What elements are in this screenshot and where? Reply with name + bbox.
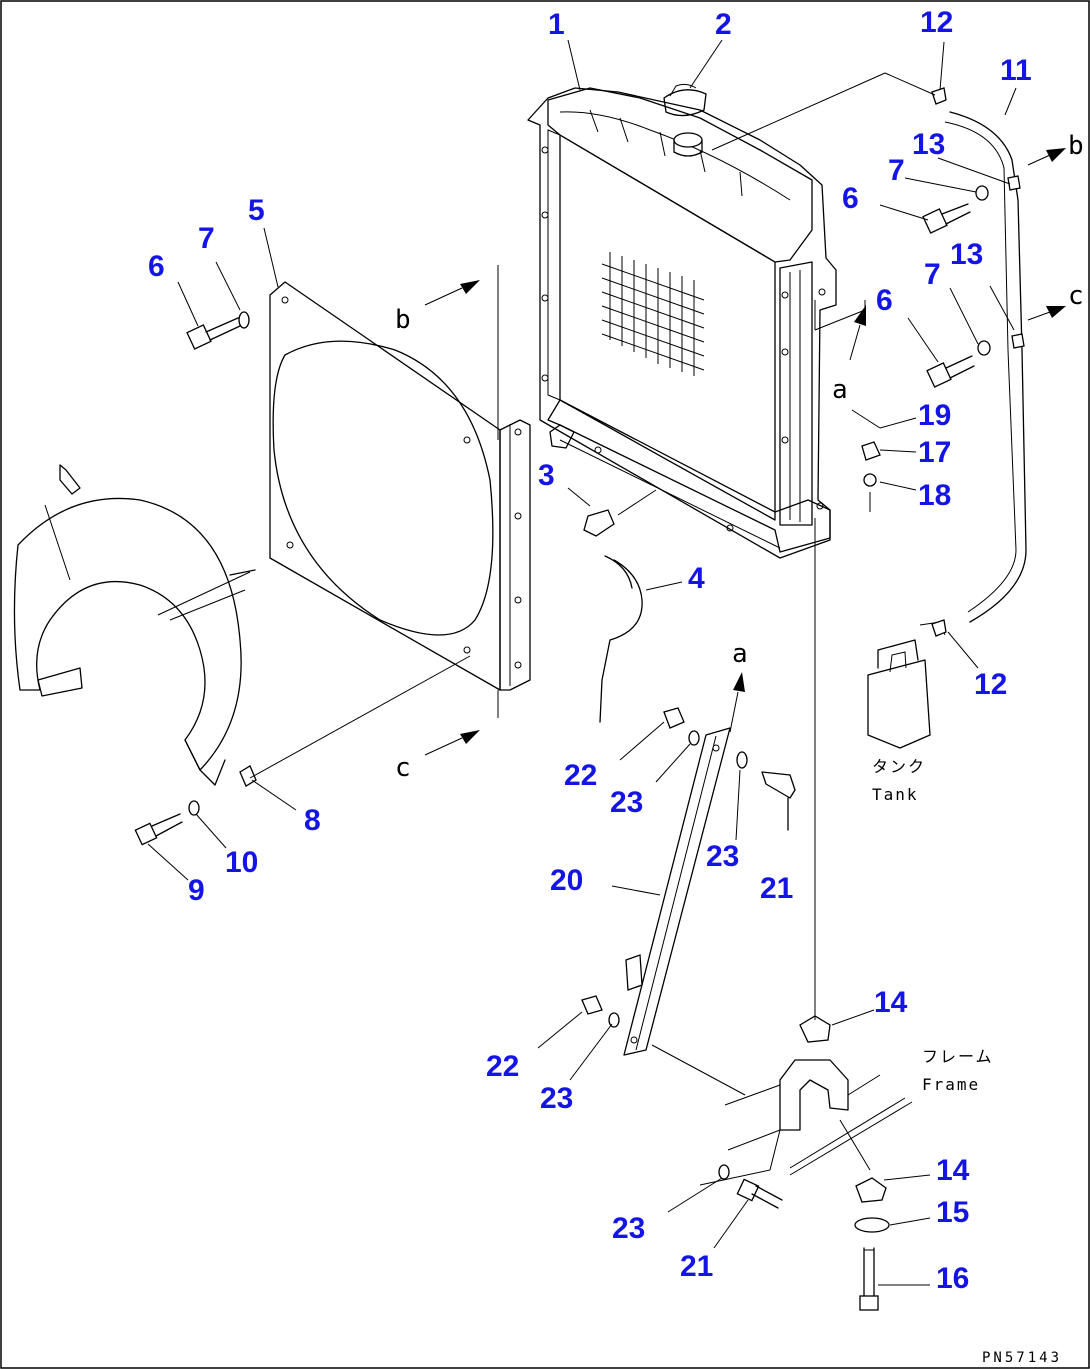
callout-11: 11 xyxy=(1000,54,1032,87)
washer-15 xyxy=(854,1217,890,1233)
arrow-b-hose xyxy=(1027,148,1066,166)
nut-22-lower xyxy=(581,995,603,1015)
callout-14: 14 xyxy=(874,986,908,1019)
reserve-tank xyxy=(867,621,946,749)
callout-23: 23 xyxy=(612,1212,645,1245)
connector-lines xyxy=(249,72,936,1096)
bolt-9 xyxy=(134,813,183,846)
callout-7: 7 xyxy=(198,222,215,255)
reference-letters: b c b c a a xyxy=(395,131,1084,783)
stay-rod xyxy=(623,727,731,1056)
washer-7-upper xyxy=(975,185,989,201)
bolt-16 xyxy=(859,1247,879,1311)
letter-c-shroud: c xyxy=(395,753,411,783)
clip-8 xyxy=(239,765,257,787)
callout-8: 8 xyxy=(304,804,321,837)
callout-16: 16 xyxy=(936,1262,969,1295)
callout-17: 17 xyxy=(918,436,951,469)
washer-23-c xyxy=(608,1012,620,1028)
frame-bracket xyxy=(699,1059,913,1186)
arrow-a-radiator xyxy=(849,305,866,361)
washer-23-a xyxy=(688,730,700,746)
callout-7: 7 xyxy=(888,154,905,187)
callout-7: 7 xyxy=(924,258,941,291)
callout-21: 21 xyxy=(680,1250,713,1283)
callout-23: 23 xyxy=(610,786,643,819)
callout-22: 22 xyxy=(564,759,597,792)
washer-23-b xyxy=(736,751,748,769)
callout-12: 12 xyxy=(974,668,1007,701)
callout-6: 6 xyxy=(876,284,893,317)
leader-lines xyxy=(147,39,1017,1286)
stay-lower-clip xyxy=(625,954,643,991)
callout-numbers: 1 2 12 11 13 7 6 5 7 6 13 7 6 19 17 18 3… xyxy=(148,6,1032,1295)
callout-3: 3 xyxy=(538,459,555,492)
callout-19: 19 xyxy=(918,399,951,432)
fan-guard xyxy=(13,464,256,786)
callout-6: 6 xyxy=(842,182,859,215)
nut-22-upper xyxy=(663,707,685,729)
washer-7-shroud xyxy=(238,311,250,329)
callout-12: 12 xyxy=(920,6,953,39)
clamp-13-lower xyxy=(1011,333,1025,349)
bolt-21-lower xyxy=(736,1178,783,1209)
washer-23-d xyxy=(718,1164,730,1180)
letter-b-shroud: b xyxy=(395,305,411,335)
radiator-cap xyxy=(663,83,707,117)
callout-4: 4 xyxy=(688,562,705,595)
arrow-a-stay xyxy=(729,672,745,733)
bolt-6-shroud xyxy=(186,317,241,350)
tank-label-en: Tank xyxy=(872,785,919,804)
clamp-12-lower xyxy=(931,619,947,637)
callout-15: 15 xyxy=(936,1196,969,1229)
letter-c-hose: c xyxy=(1068,281,1084,311)
callout-1: 1 xyxy=(548,8,565,41)
washer-18 xyxy=(863,473,877,487)
letter-a-stay: a xyxy=(732,639,748,669)
letter-a-radiator: a xyxy=(832,375,848,405)
callout-6: 6 xyxy=(148,250,165,283)
radiator-core xyxy=(527,87,837,559)
bolt-6-upper xyxy=(922,203,971,234)
frame-label-en: Frame xyxy=(922,1075,980,1094)
cushion-14-upper xyxy=(799,1015,831,1043)
callout-13: 13 xyxy=(950,238,983,271)
callout-18: 18 xyxy=(918,479,951,512)
callout-2: 2 xyxy=(715,8,732,41)
letter-b-hose: b xyxy=(1068,131,1084,161)
clamp-13-upper xyxy=(1007,175,1021,191)
cushion-14-lower xyxy=(855,1177,887,1203)
callout-13: 13 xyxy=(912,128,945,161)
bolt-21-upper xyxy=(761,771,796,831)
callout-14: 14 xyxy=(936,1154,970,1187)
clamp-3 xyxy=(583,509,615,537)
tank-label-jp: タンク xyxy=(872,757,926,776)
drawing-code: PN57143 xyxy=(982,1350,1062,1366)
bolt-6-middle xyxy=(926,355,975,388)
callout-20: 20 xyxy=(550,864,583,897)
arrow-c-hose xyxy=(1027,306,1066,321)
arrow-c-shroud xyxy=(424,730,480,756)
arrow-b-shroud xyxy=(424,280,480,306)
clamp-12-upper xyxy=(931,87,947,105)
clip-17 xyxy=(861,441,881,461)
callout-10: 10 xyxy=(225,846,258,879)
callout-23: 23 xyxy=(706,840,739,873)
callout-21: 21 xyxy=(760,872,793,905)
callout-23: 23 xyxy=(540,1082,573,1115)
overflow-hose xyxy=(949,111,1027,623)
lower-hose xyxy=(599,559,643,723)
callout-22: 22 xyxy=(486,1050,519,1083)
washer-7-middle xyxy=(977,340,991,356)
callout-9: 9 xyxy=(188,874,205,907)
frame-label-jp: フレーム xyxy=(922,1047,994,1066)
fan-shroud xyxy=(269,281,531,691)
callout-5: 5 xyxy=(248,194,265,227)
washer-10 xyxy=(188,800,200,816)
